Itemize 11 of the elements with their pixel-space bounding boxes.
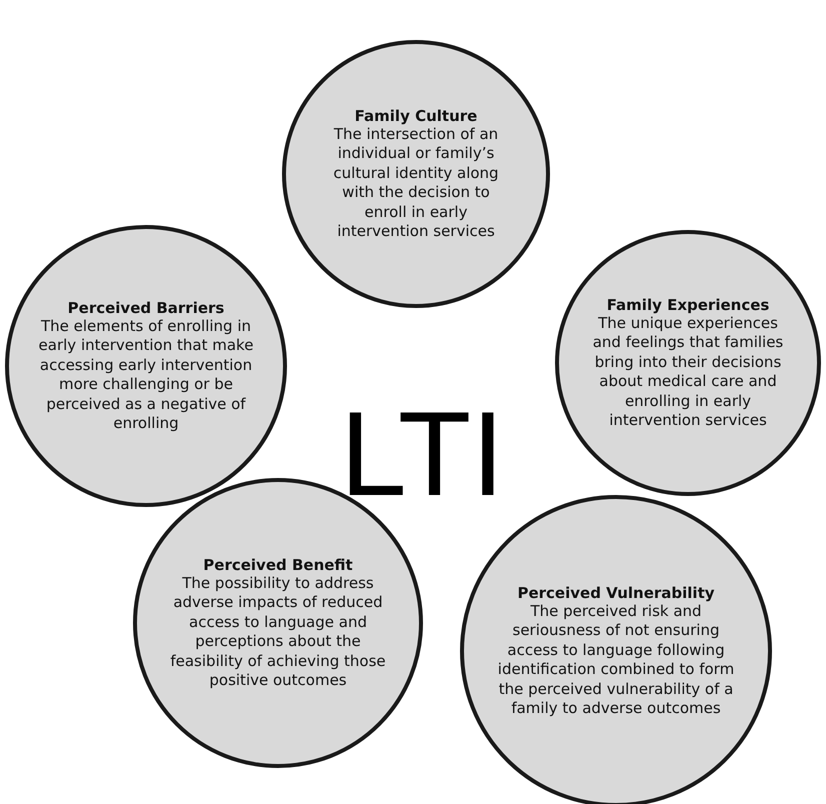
center-label: LTI [340, 386, 504, 523]
circle-description: The elements of enrolling in early intervention that make accessing early intervention more challenging or be perceived as a negative of enrolling [38, 316, 254, 434]
circle-heading: Family Experiences [606, 296, 770, 314]
circle-description: The perceived risk and seriousness of not ensuring access to language following identification combined to form the perceived vulnerability of a family to adverse outcomes [496, 602, 736, 718]
circle-heading: Family Culture [354, 106, 478, 124]
circle-description: The intersection of an individual or family’s cultural identity along with the decision to enroll in early intervention services [332, 124, 500, 242]
circle-description: The possibility to address adverse impacts of reduced access to language and perceptions about the feasibility of achieving those positive outcomes [169, 574, 387, 690]
circle-description: The unique experiences and feelings that families bring into their decisions about medical care and enrolling in early intervention services [592, 314, 784, 430]
circle-heading: Perceived Vulnerability [517, 584, 715, 602]
circle-heading: Perceived Barriers [68, 298, 224, 316]
circle-heading: Perceived Benefit [203, 556, 353, 574]
